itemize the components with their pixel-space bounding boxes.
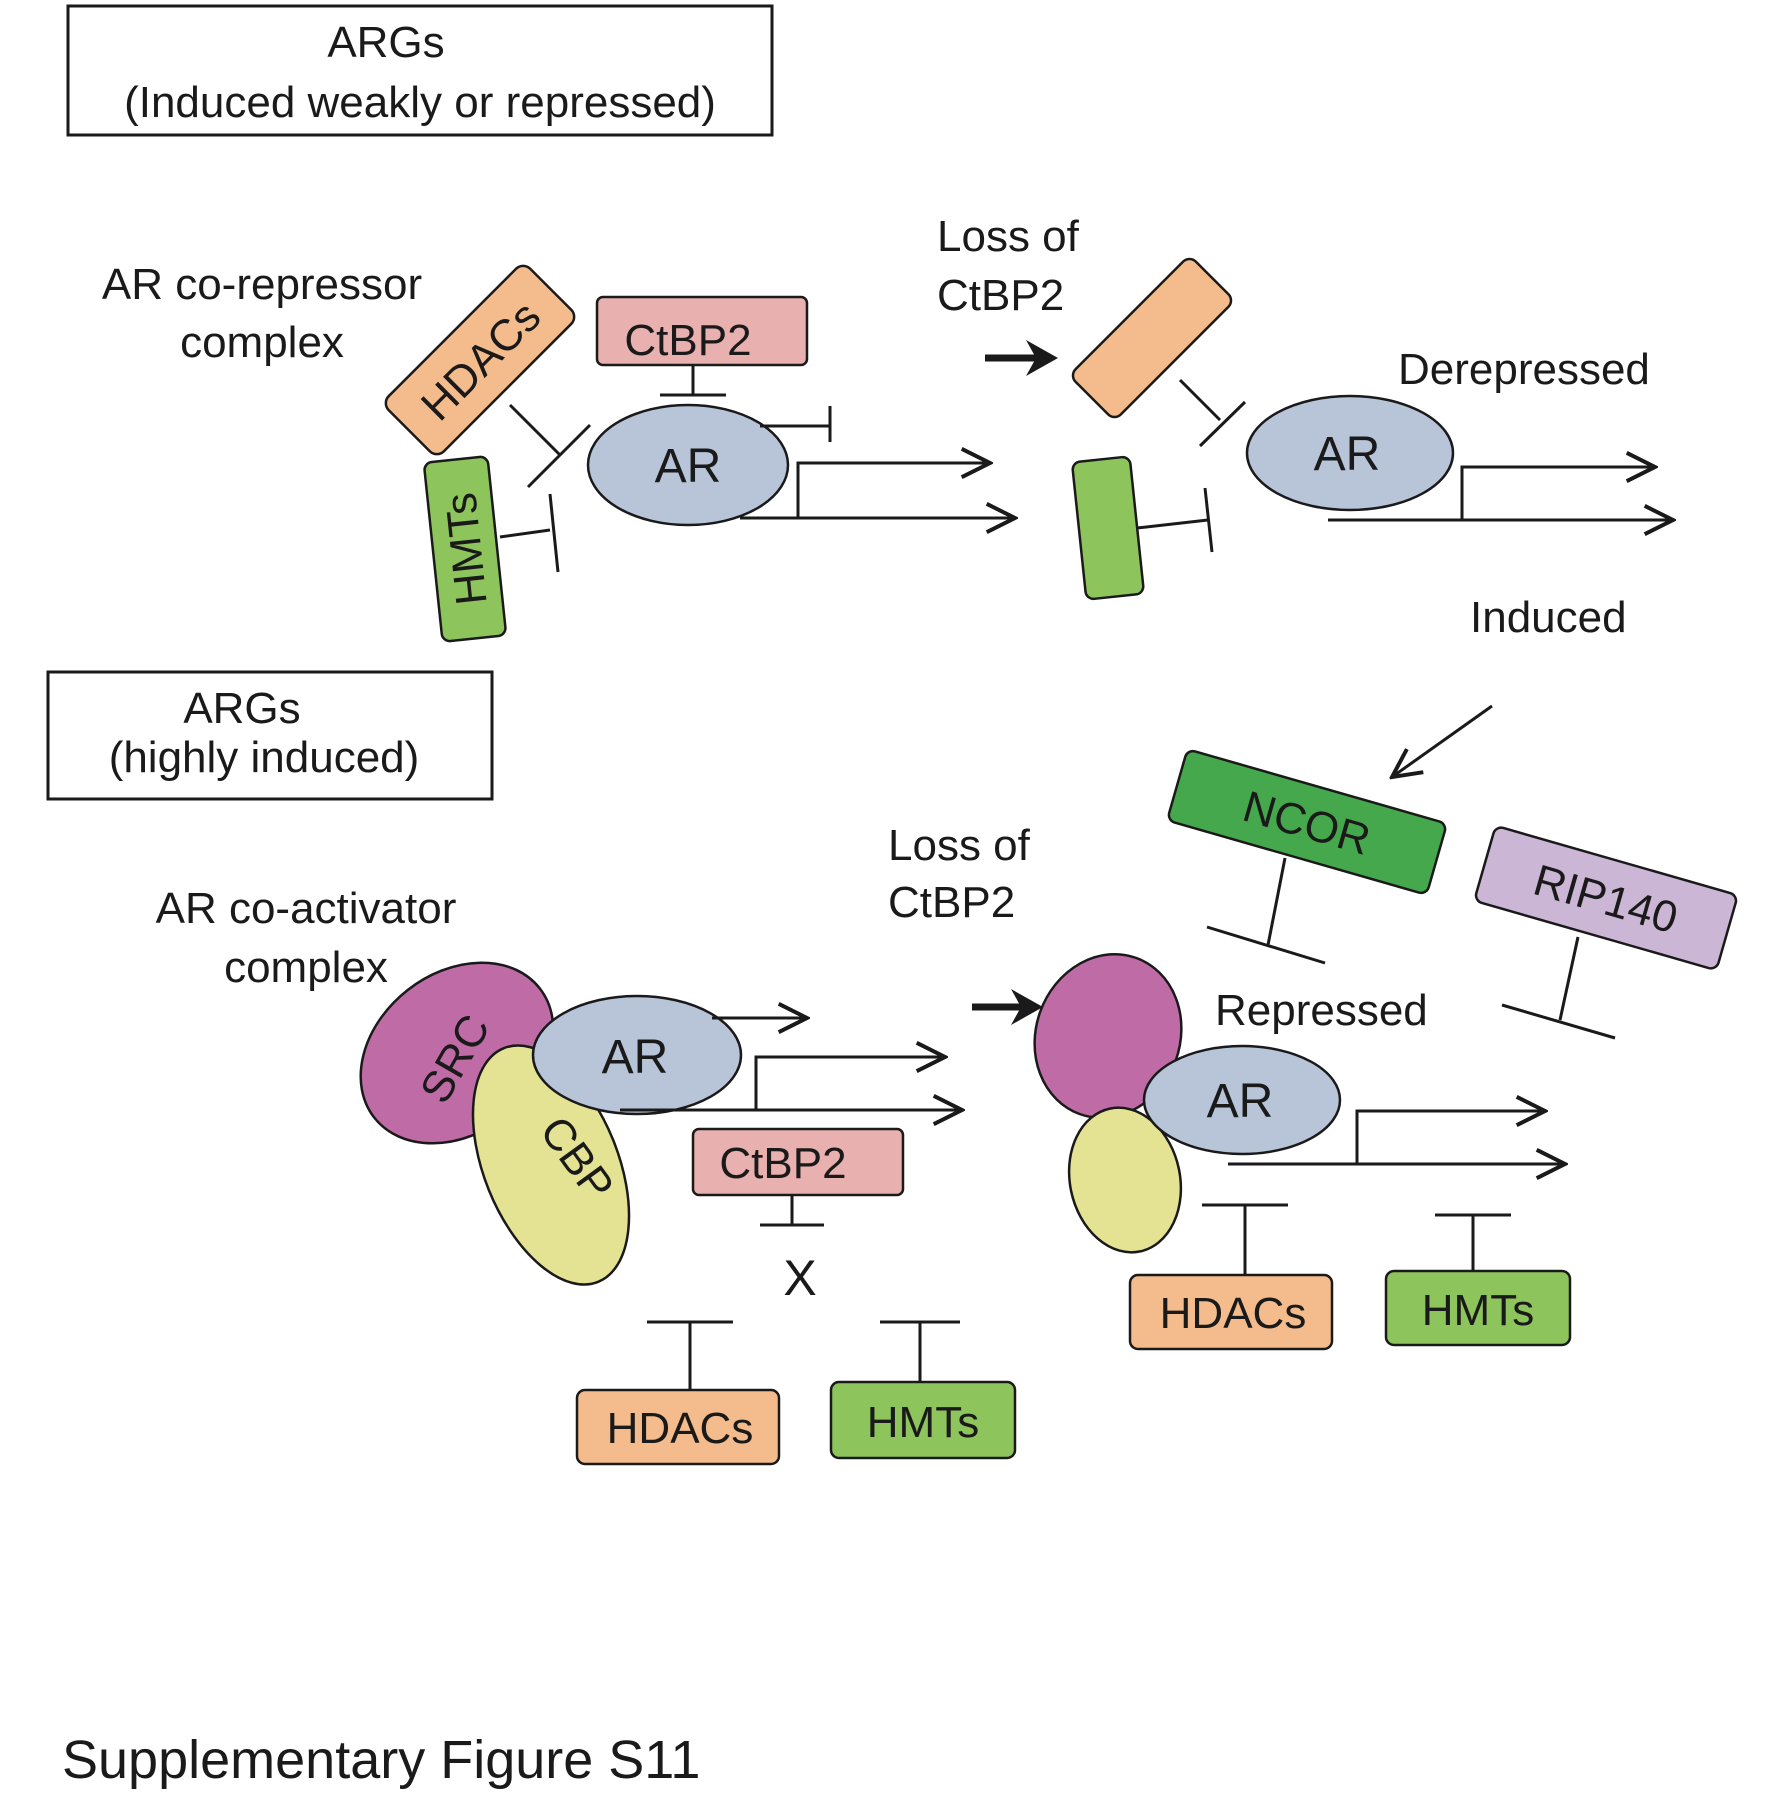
ar-label-bottom-right: AR: [1207, 1075, 1274, 1128]
rip140-box: RIP140: [1474, 826, 1738, 970]
top-inhibition-lines: [499, 365, 832, 573]
induced-label: Induced: [1470, 593, 1627, 642]
rip140-shape: [1474, 826, 1738, 970]
hdacs-bar: [526, 423, 592, 489]
corepressor-label-line1: AR co-repressor: [102, 260, 422, 309]
bottom-title-line2: (highly induced): [109, 733, 420, 782]
derepressed-label: Derepressed: [1398, 345, 1650, 394]
ar-ellipse-bottom-right: [1142, 1044, 1342, 1156]
hmts-box-bottom: [829, 1380, 1017, 1460]
bottom-loss-line1: Loss of: [888, 821, 1031, 870]
bottom-transition-arrow: [972, 989, 1043, 1025]
top-title-box: [66, 4, 774, 137]
bottom-right-gene-arrows: [1228, 1111, 1565, 1164]
ncor-stem: [1266, 857, 1287, 946]
ar-label: AR: [655, 440, 722, 493]
bottom-gene-arrows: [620, 1018, 962, 1110]
top-transition-arrow: [985, 340, 1058, 376]
repressed-label: Repressed: [1215, 986, 1428, 1035]
hmts-shape-right: [1071, 455, 1145, 601]
ncor-box: NCOR: [1167, 749, 1447, 895]
ctbp2-label-bottom: CtBP2: [719, 1139, 846, 1188]
top-gene-arrows: [740, 463, 1015, 518]
hdacs-box-right: [1071, 257, 1233, 419]
figure-caption: Supplementary Figure S11: [62, 1730, 700, 1790]
hmts-shape: [423, 455, 507, 643]
coactivator-label-line1: AR co-activator: [156, 884, 457, 933]
hdacs-shape: [384, 264, 576, 456]
rip140-stem: [1558, 936, 1580, 1021]
hmts-box-bottom-right: [1384, 1269, 1572, 1347]
ar-ellipse-bottom: [531, 994, 743, 1116]
tss-arrow-upper: [796, 463, 990, 518]
hdacs-right-bar: [1198, 400, 1247, 448]
ar-ellipse-right: [1245, 394, 1455, 512]
hmts-stem: [499, 528, 551, 539]
hdacs-box-bottom-right: [1128, 1273, 1334, 1351]
hmts-label: HMTs: [436, 490, 496, 607]
ar-label-bottom: AR: [602, 1031, 669, 1084]
ctbp2-label: CtBP2: [624, 316, 751, 365]
corepressor-label-line2: complex: [180, 318, 344, 367]
top-right-inhibition-lines: [1136, 378, 1247, 553]
ncor-bar: [1206, 925, 1326, 965]
hmts-label-bottom-right: HMTs: [1422, 1286, 1534, 1335]
bottom-title-line1: ARGs: [183, 684, 300, 733]
induced-arrow: [1392, 704, 1493, 777]
cbp-ellipse-right: [1067, 1106, 1183, 1254]
tss-arrow-right-upper: [1460, 467, 1655, 520]
bottom-panel: ARGs (highly induced) AR co-activator co…: [46, 670, 1738, 1466]
top-title-line1: ARGs: [327, 18, 444, 67]
hmts-bar: [548, 493, 560, 573]
top-panel: ARGs (Induced weakly or repressed) AR co…: [66, 4, 1673, 777]
hdacs-stem: [508, 403, 562, 457]
bottom-loss-line2: CtBP2: [888, 878, 1015, 927]
bottom-title-box: [46, 670, 494, 801]
coactivator-label-line2: complex: [224, 943, 388, 992]
top-right-gene-arrows: [1328, 467, 1673, 520]
hmts-label-bottom: HMTs: [867, 1398, 979, 1447]
top-loss-line2: CtBP2: [937, 271, 1064, 320]
ar-label-right: AR: [1314, 428, 1381, 481]
tss-arrow-bottom-right-upper: [1355, 1111, 1545, 1164]
ncor-shape: [1167, 749, 1447, 895]
hdacs-label-bottom: HDACs: [607, 1404, 754, 1453]
top-title-line2: (Induced weakly or repressed): [124, 78, 716, 127]
tss-arrow-bottom-upper: [754, 1057, 945, 1110]
ar-ellipse: [586, 403, 790, 527]
hmts-right-stem: [1136, 518, 1209, 530]
hdacs-box-bottom: [575, 1388, 781, 1466]
hdacs-shape-right: [1071, 257, 1233, 419]
x-mark: X: [783, 1250, 816, 1306]
hmts-right-bar: [1203, 487, 1214, 553]
ctbp2-box: [595, 295, 809, 367]
hdacs-right-stem: [1178, 378, 1222, 422]
hdacs-label-bottom-right: HDACs: [1160, 1289, 1307, 1338]
rip140-bar: [1501, 1003, 1616, 1040]
top-loss-line1: Loss of: [937, 212, 1080, 261]
hmts-box-right: [1071, 455, 1145, 601]
hmts-box: HMTs: [423, 455, 507, 643]
ctbp2-box-bottom: [691, 1127, 905, 1197]
